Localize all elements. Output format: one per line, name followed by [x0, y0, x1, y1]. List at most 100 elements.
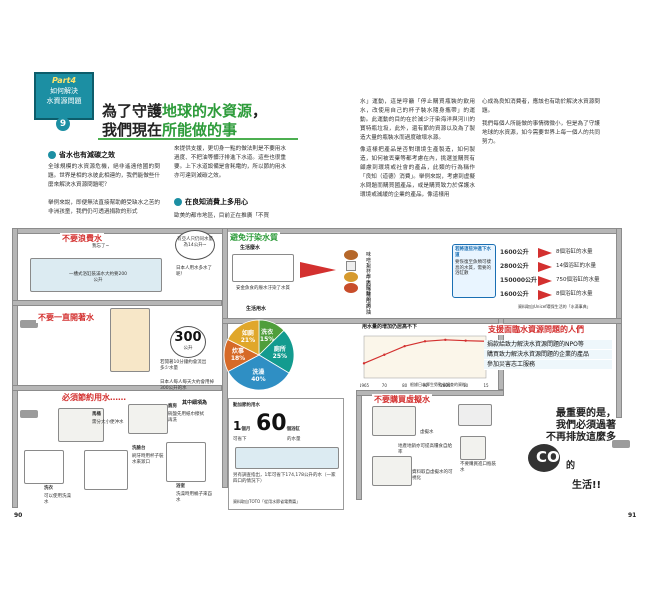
clean-water-list: 1600公升 8個浴缸的水量 2800公升 14個浴缸的水量 150000公升 … — [500, 246, 612, 302]
pipe-low-left — [12, 385, 222, 391]
part-label: Part4 — [51, 76, 77, 85]
pollution-label: 避免汙染水質 — [228, 232, 280, 243]
arrow-right-icon — [538, 248, 552, 258]
faucet-icon — [612, 440, 630, 448]
page-title-line1: 為了守護地球的水資源， — [102, 102, 268, 120]
arrow-right-icon — [538, 290, 552, 300]
paragraph-8: 我們每個人所能做的事情微微小，但是為了守護地球的水資源，如今需要世界上每一個人的… — [482, 121, 600, 145]
pie-title: 生活用水 — [246, 306, 267, 312]
final-line-4: 生活!! — [572, 480, 602, 491]
pie-slice-label: 洗澡 40% — [251, 368, 266, 383]
x-tick-label: 10 — [463, 383, 469, 388]
page-number-right: 91 — [628, 512, 637, 519]
chart-title: 用水量的增加仍居高不下 — [362, 324, 418, 330]
paragraph-1: 全球規模的水資源危機，絕非遙遠他國的問題。世界是相的水彼此相連的，我們能做些什麼… — [48, 164, 160, 188]
bullet-icon — [48, 151, 56, 159]
kitchen-note: 碗盤先用紙巾擦拭再洗 — [168, 412, 204, 423]
waste-bubble: 我忘了~ — [92, 244, 110, 249]
final-message: 最重要的是， 我們必須過著 不再排放這麼多 — [506, 408, 616, 444]
pie-slice — [227, 319, 260, 356]
face-note: 刷牙時用杯子裝水來漱口 — [132, 454, 164, 465]
bathtub-illustration — [30, 258, 162, 292]
co2-label: CO₂ — [536, 448, 567, 466]
x-tick-label: 15 — [483, 383, 489, 388]
section-heading-1: 省水也有減碳之效 — [48, 150, 115, 160]
tap-running-label: 不要一直開著水 — [36, 312, 96, 323]
part-badge: Part4 如何解決 水資源問題 — [34, 72, 94, 120]
save-water-label: 必須節約用水…… — [60, 392, 128, 403]
final-line-3: 不再排放這麼多 — [546, 432, 616, 443]
paragraph-5: 水」運動，這是呼籲「停止購買瓶裝的飲用水，改使用自己的杯子裝水隨身攜帶」的運動。… — [360, 99, 475, 141]
person-illustration — [110, 308, 150, 372]
shower-head-label: 勤加節約用水 — [233, 403, 260, 408]
laundry-note: 可以使用洗澡水 — [44, 494, 71, 505]
page-number-left: 90 — [14, 512, 23, 519]
shower-volume-label: 的水量 — [287, 437, 301, 442]
x-tick-label: 90 — [422, 383, 428, 388]
virtual-water-label: 不要購買虛擬水 — [372, 394, 432, 405]
face-label: 洗臉台 — [132, 446, 146, 451]
breakdown-label: 其中細項為 — [182, 400, 208, 406]
support-list: 捐款給致力解決水資源問題的NPO等 購買致力解決水資源問題的企業的產品 參加災害… — [484, 340, 612, 370]
x-tick-label: 80 — [402, 383, 408, 388]
tap-note: 若開著10分鐘約會流出多少水量 — [160, 360, 207, 371]
data-point — [403, 344, 406, 348]
daily-usage-note: 日本人每人每天大約會用掉300公升的水 — [160, 380, 214, 391]
bottle-illustration — [460, 436, 486, 460]
pipe-center-right — [356, 390, 362, 500]
co2-suffix: 的 — [566, 461, 576, 471]
toilet-illustration — [58, 408, 104, 442]
shower-source: 資料取自TOTO「從用水節省電費篇」 — [233, 499, 301, 504]
title-underline — [98, 138, 298, 140]
page-title-line2: 我們現在所能做的事 — [102, 121, 238, 139]
pipe-left — [12, 228, 18, 508]
ramen-icon — [344, 283, 358, 293]
bathtubs-illustration — [235, 447, 339, 469]
pie-slice-label: 廁所 25% — [272, 345, 288, 360]
data-point — [362, 362, 366, 365]
shower-panel: 勤加節約用水 1個月 60個浴缸 可省下 的水量 另有調查指出，1年可省下174… — [228, 398, 344, 510]
final-line-2: 我們必須過著 — [556, 420, 616, 431]
shower-save-label: 可省下 — [233, 437, 247, 442]
pie-slice — [258, 329, 295, 374]
virtual-note-1: 虛擬水 — [420, 430, 434, 435]
paragraph-2: 舉例來說，即便無法直接幫助飽受缺水之苦的非洲孩童，我們仍可透過捐款的形式 — [48, 200, 160, 215]
sink-illustration — [84, 450, 128, 490]
section-heading-2: 在良知消費上多用心 — [174, 197, 248, 207]
final-line-1: 最重要的是， — [556, 408, 616, 419]
fish-note: 安金魚食的廢水汙染了水質 — [236, 286, 290, 291]
shower-note: 另有調查指出，1年可省下174,178公升的水（一家四口的情況下） — [233, 473, 336, 484]
chart-note: 根據日本厚生勞動省調查的資料 — [410, 382, 466, 387]
part-line1: 如何解決 — [50, 87, 78, 95]
toilet-label: 馬桶 — [92, 412, 101, 417]
liters-bubble: 有亞人只仍同水量為14公升~ — [175, 230, 215, 260]
pie-slice-label: 如廁 21% — [240, 330, 256, 345]
list-item: 購買致力解決水資源問題的企業的產品 — [484, 350, 612, 360]
sink-dishes-illustration — [232, 254, 294, 282]
sewage-info-box: 若將這些沖進下水道 要恢復至魚類可棲息的水質，需要的浴缸數 — [452, 244, 496, 298]
washing-machine-illustration — [24, 450, 64, 484]
smoke-cloud-icon — [528, 444, 560, 472]
list-item: 捐款給致力解決水資源問題的NPO等 — [484, 340, 612, 350]
bowl-icon — [344, 250, 358, 260]
data-point — [423, 340, 427, 343]
support-label: 支援面臨水資源問題的人們 — [486, 324, 586, 335]
farmer-illustration — [372, 406, 416, 436]
paragraph-3: 來提供支援，更切身一點的做法則是不要用水過度、不把油等髒汙排進下水道。這些也很重… — [174, 146, 286, 179]
part-number: 9 — [56, 117, 70, 131]
faucet-icon — [20, 320, 38, 328]
part-line2: 水資源問題 — [46, 97, 82, 105]
list-item: 2800公升 14個浴缸的水量 — [500, 262, 596, 272]
flag-illustration — [458, 404, 492, 426]
bathtub-note: 一槽式浴缸裝滿水大約要200公升 — [68, 272, 128, 283]
meal-illustration — [372, 456, 412, 486]
laundry-label: 洗衣 — [44, 486, 53, 491]
arrow-right-icon — [300, 262, 336, 278]
virtual-note-3: 資料取自虛擬水的可視化 — [412, 470, 453, 481]
drain-label: 生活廢水 — [240, 245, 261, 251]
data-point — [383, 353, 386, 356]
bath-note: 洗澡時用桶子來舀水 — [176, 492, 212, 503]
milk-icon — [346, 261, 356, 271]
pipe-center — [222, 318, 622, 324]
data-point — [464, 339, 467, 342]
